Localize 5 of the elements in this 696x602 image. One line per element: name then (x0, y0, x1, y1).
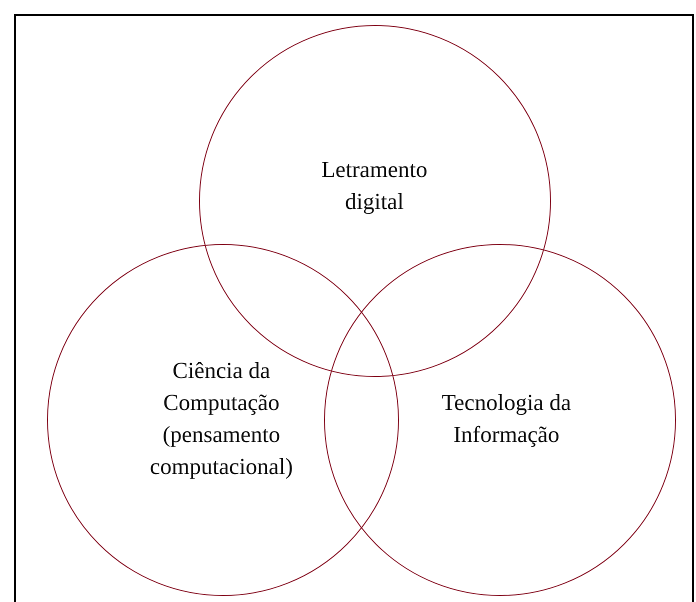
set-circle (324, 244, 676, 596)
set-label: Letramento digital (320, 156, 428, 216)
set-circle (47, 244, 399, 596)
set-label: Ciência da Computação (pensamento computacional) (148, 357, 294, 482)
set-label: Tecnologia da Informação (440, 389, 572, 450)
